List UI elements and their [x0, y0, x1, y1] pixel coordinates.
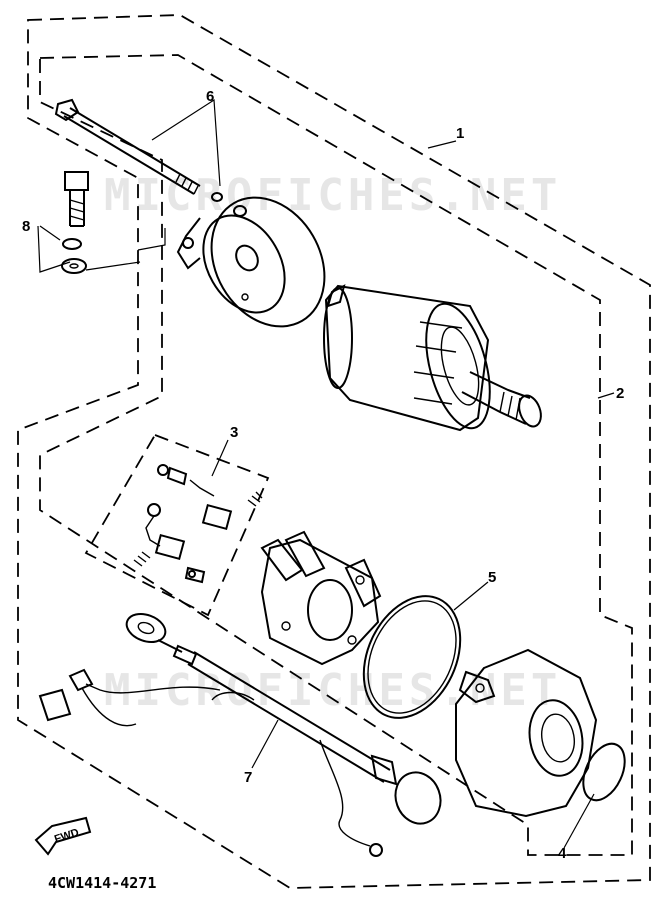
assembly-boundary-inner — [39, 54, 633, 856]
callout-3: 3 — [230, 424, 238, 441]
armature — [323, 284, 542, 432]
callout-8: 8 — [22, 218, 30, 235]
brush-kit — [133, 464, 263, 584]
callout-4: 4 — [558, 845, 567, 862]
fwd-arrow-icon: FWD — [34, 816, 92, 856]
callout-6: 6 — [206, 88, 214, 105]
flat-washer-8 — [61, 258, 87, 274]
bolt-washer-6 — [211, 192, 223, 202]
callout-5: 5 — [488, 569, 496, 586]
part-code: 4CW1414-4271 — [48, 874, 156, 892]
o-ring-4 — [582, 742, 626, 802]
rear-cover — [455, 648, 598, 818]
o-ring-5 — [362, 595, 462, 719]
callout-1: 1 — [456, 125, 464, 142]
lock-washer-8 — [62, 238, 82, 250]
mounting-bolt — [64, 171, 89, 227]
lead-wire — [38, 612, 442, 857]
assembly-boundary-outer — [17, 14, 651, 889]
brush-kit-boundary — [84, 433, 270, 617]
front-cover — [176, 196, 326, 328]
brush-holder — [260, 530, 382, 666]
watermark-top: MICROFICHES.NET — [104, 170, 561, 221]
through-bolt — [54, 98, 201, 195]
callout-7: 7 — [244, 769, 252, 786]
fwd-label: FWD — [53, 827, 81, 846]
callout-2: 2 — [616, 385, 624, 402]
watermark-bottom: MICROFICHES.NET — [104, 665, 561, 716]
